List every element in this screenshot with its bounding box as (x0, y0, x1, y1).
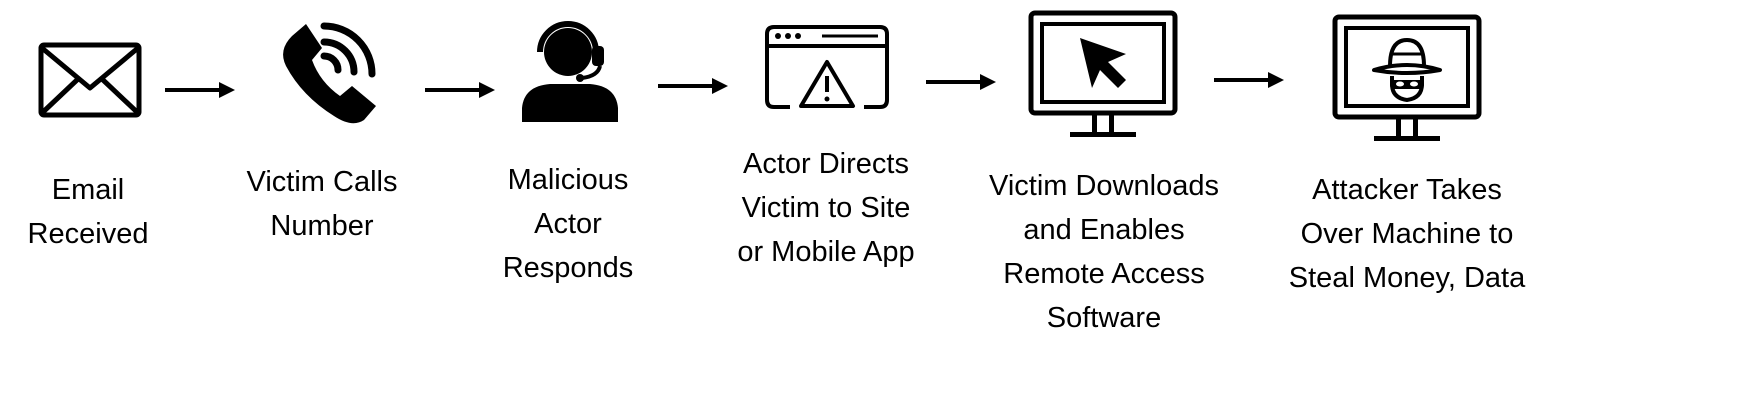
step-label-line: Malicious (507, 164, 629, 196)
step-label-line: Steal Money, Data (1288, 262, 1526, 294)
step-label-line: Actor Directs (743, 148, 909, 180)
step-label-email-received: Email Received (0, 168, 238, 256)
support-agent-headset-icon (520, 16, 620, 122)
monitor-hacker-icon (1332, 14, 1482, 142)
step-label-line: Email (51, 174, 125, 206)
step-label-line: and Enables (1023, 214, 1185, 246)
step-label-line: Victim to Site (741, 192, 911, 224)
step-label-line: Over Machine to (1300, 218, 1514, 250)
phone-ringing-icon (272, 18, 390, 128)
step-label-line: Victim Downloads (989, 170, 1219, 202)
step-label-line: Victim Calls (246, 166, 398, 198)
flow-arrow-1 (165, 80, 235, 100)
flow-arrow-5 (1214, 70, 1284, 90)
step-label-actor-directs-victim: Actor Directs Victim to Site or Mobile A… (676, 142, 976, 274)
step-label-line: Responds (502, 252, 634, 284)
step-label-malicious-actor-responds: Malicious Actor Responds (418, 158, 718, 290)
step-label-line: Received (27, 218, 149, 250)
flow-arrow-4 (926, 72, 996, 92)
browser-warning-icon (764, 24, 890, 110)
step-label-line: Number (270, 210, 374, 242)
step-label-victim-downloads-software: Victim Downloads and Enables Remote Acce… (954, 164, 1254, 340)
monitor-cursor-icon (1028, 10, 1178, 138)
step-label-line: Software (1046, 302, 1162, 334)
step-label-line: Remote Access (1003, 258, 1205, 290)
step-label-victim-calls-number: Victim Calls Number (172, 160, 472, 248)
step-label-line: or Mobile App (737, 236, 915, 268)
step-label-line: Attacker Takes (1312, 174, 1502, 206)
step-label-attacker-takes-over: Attacker Takes Over Machine to Steal Mon… (1257, 168, 1557, 300)
flow-arrow-3 (658, 76, 728, 96)
flow-arrow-2 (425, 80, 495, 100)
envelope-icon (38, 42, 142, 118)
step-label-line: Actor (534, 208, 602, 240)
